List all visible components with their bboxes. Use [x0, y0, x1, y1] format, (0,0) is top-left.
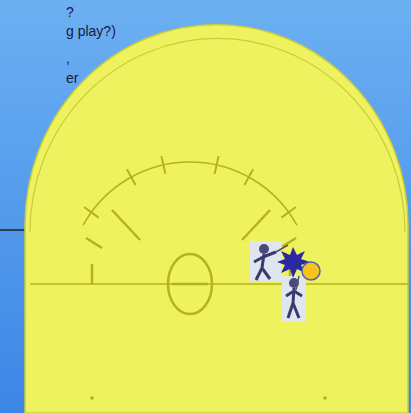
- field-markings: [30, 156, 408, 314]
- player-figure: [282, 276, 306, 322]
- goal-mark: [172, 283, 208, 286]
- fan-line: [112, 210, 140, 240]
- fan-line: [280, 238, 296, 248]
- arc-tick: [84, 207, 99, 218]
- field-dot: [90, 396, 94, 400]
- field-arc: [30, 38, 405, 232]
- arc-tick: [127, 169, 136, 185]
- arc-tick: [215, 156, 219, 174]
- arc-tick: [244, 169, 253, 185]
- goal-circle: [168, 254, 212, 314]
- slide-text-fragment: ,: [66, 50, 70, 66]
- hash-mark: [91, 264, 94, 284]
- fan-line: [86, 238, 102, 248]
- arc-tick: [281, 207, 296, 218]
- ball: [302, 262, 320, 280]
- fan-line: [242, 210, 270, 240]
- slide-text-fragment: g play?): [66, 23, 116, 39]
- field-dot: [323, 396, 327, 400]
- arc-tick: [161, 156, 165, 174]
- slide-text-fragment: ?: [66, 4, 74, 20]
- slide-text-fragment: er: [66, 70, 78, 86]
- lacrosse-field: [25, 24, 408, 413]
- goal-line: [30, 283, 408, 285]
- eight-metre-arc: [83, 162, 297, 225]
